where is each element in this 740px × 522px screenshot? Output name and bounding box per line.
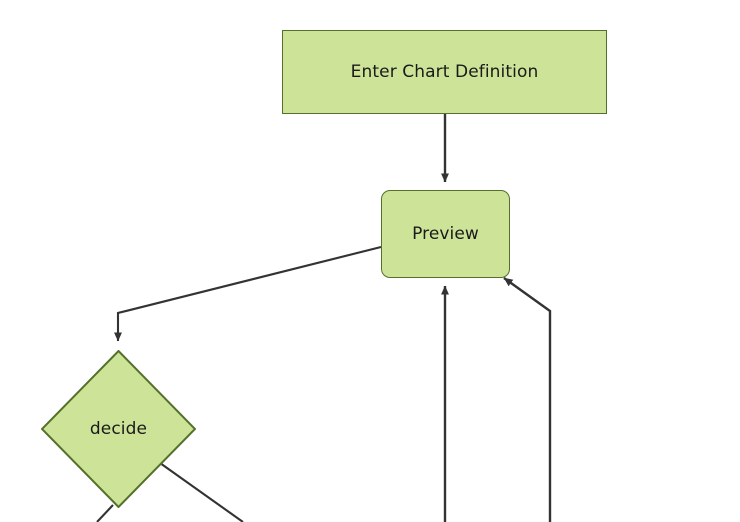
node-decide[interactable]: decide [41, 350, 196, 508]
diamond-shape [41, 350, 196, 508]
edge-decide-out-right [159, 462, 244, 522]
node-preview[interactable]: Preview [381, 190, 510, 278]
node-label: Preview [412, 223, 479, 244]
edge-return-right-to-preview [503, 277, 552, 522]
node-label: Enter Chart Definition [350, 61, 539, 82]
node-label: decide [89, 418, 148, 439]
edge-preview-to-decide [114, 245, 382, 342]
edge-decide-out-left [96, 504, 114, 522]
node-enter-chart-definition[interactable]: Enter Chart Definition [282, 30, 607, 114]
